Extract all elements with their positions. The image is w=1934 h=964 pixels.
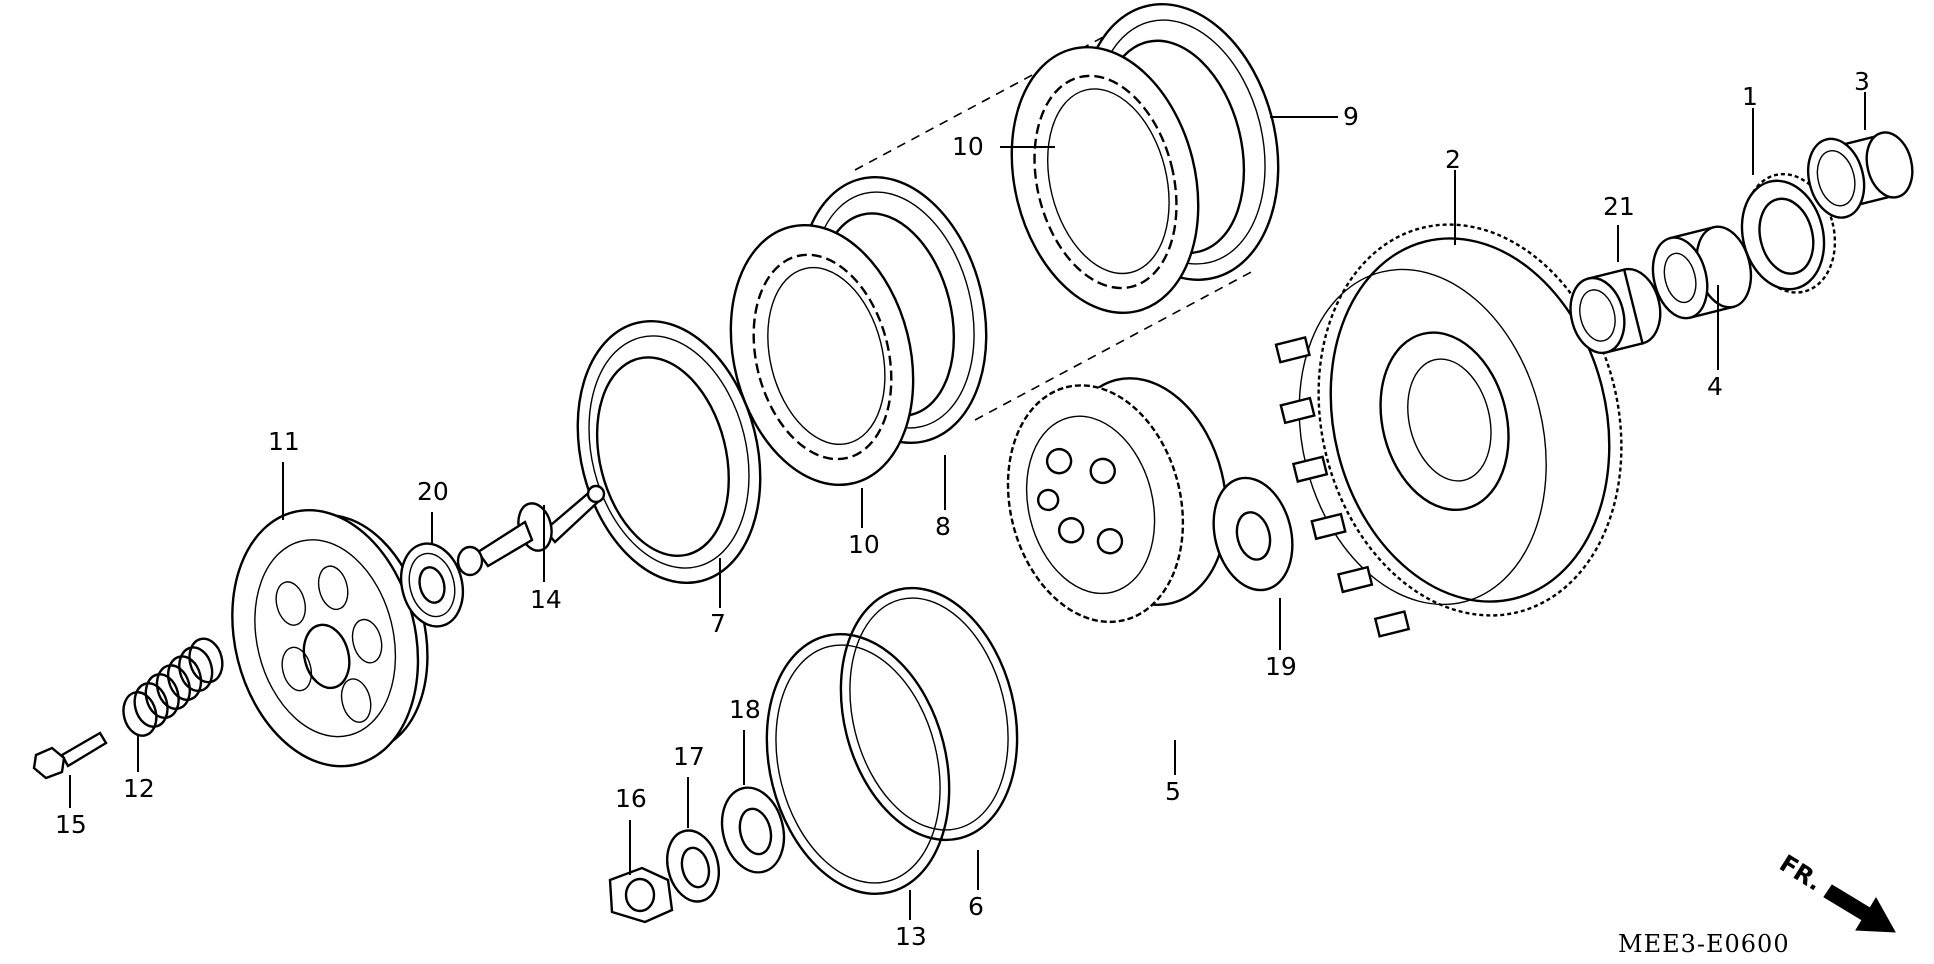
part-11-pressure-plate bbox=[231, 509, 429, 768]
callout-4: 4 bbox=[1707, 372, 1723, 401]
part-2-clutch-outer bbox=[1274, 223, 1623, 638]
part-18-washer bbox=[720, 786, 786, 874]
part-1-drive-sprocket bbox=[1740, 172, 1837, 294]
front-direction-indicator: FR. bbox=[1775, 849, 1896, 933]
part-10-lower-clutch-plate bbox=[729, 223, 915, 487]
callout-8: 8 bbox=[935, 512, 951, 541]
callout-10-upper: 10 bbox=[952, 132, 984, 161]
callout-5: 5 bbox=[1165, 777, 1181, 806]
part-14-lifter-piece bbox=[456, 484, 606, 577]
part-16-lock-nut bbox=[608, 866, 674, 924]
callout-13: 13 bbox=[895, 922, 927, 951]
part-13-judder-ring bbox=[765, 632, 951, 896]
callout-15: 15 bbox=[55, 810, 87, 839]
callout-18: 18 bbox=[729, 695, 761, 724]
part-12-clutch-spring bbox=[122, 637, 224, 737]
part-20-bearing bbox=[399, 542, 465, 628]
callout-20: 20 bbox=[417, 477, 449, 506]
callout-12: 12 bbox=[123, 774, 155, 803]
front-arrow-icon bbox=[1823, 884, 1896, 933]
callout-1: 1 bbox=[1742, 82, 1758, 111]
part-19-thrust-washer bbox=[1212, 476, 1294, 592]
callout-21: 21 bbox=[1603, 192, 1635, 221]
callout-6: 6 bbox=[968, 892, 984, 921]
part-21-needle-bearing bbox=[1569, 267, 1662, 355]
callout-16: 16 bbox=[615, 784, 647, 813]
part-7-friction-disk bbox=[576, 320, 762, 584]
plate-stack-outline bbox=[854, 27, 1256, 421]
part-15-bolt bbox=[32, 731, 108, 780]
leader-lines bbox=[69, 92, 1866, 920]
callout-3: 3 bbox=[1854, 67, 1870, 96]
callout-2: 2 bbox=[1445, 145, 1461, 174]
part-3-bushing bbox=[1807, 131, 1914, 219]
callout-10-lower: 10 bbox=[848, 530, 880, 559]
part-4-collar bbox=[1651, 225, 1753, 320]
part-5-clutch-center bbox=[1006, 377, 1228, 624]
front-label: FR. bbox=[1775, 849, 1828, 896]
part-10-upper-clutch-plate bbox=[1010, 46, 1200, 314]
callout-11: 11 bbox=[268, 427, 300, 456]
callout-17: 17 bbox=[673, 742, 705, 771]
callout-labels: 1 2 3 4 5 6 7 8 9 10 10 11 12 13 14 15 1… bbox=[55, 67, 1870, 951]
callout-14: 14 bbox=[530, 585, 562, 614]
callout-7: 7 bbox=[710, 609, 726, 638]
callout-9: 9 bbox=[1343, 102, 1359, 131]
part-6-wire-ring bbox=[839, 586, 1019, 842]
part-17-lock-washer bbox=[666, 829, 720, 903]
callout-19: 19 bbox=[1265, 652, 1297, 681]
drawing-code: MEE3-E0600 bbox=[1618, 930, 1790, 958]
